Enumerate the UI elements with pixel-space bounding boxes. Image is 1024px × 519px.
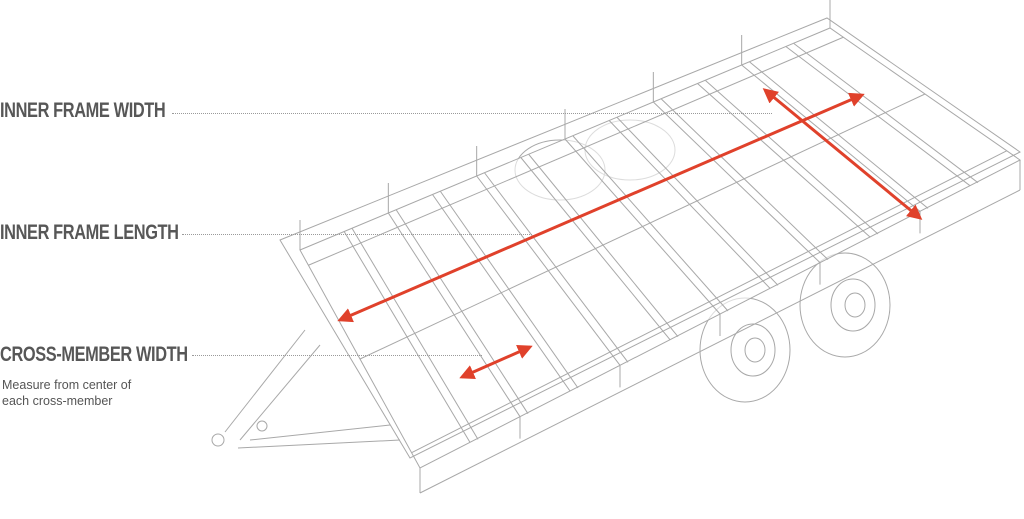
cross-member-width-arrow: [459, 344, 533, 380]
inner-frame-length-leader: [182, 234, 532, 235]
hub-cap-0: [744, 337, 766, 363]
tongue-bar: [249, 424, 391, 441]
tongue-bar: [224, 329, 306, 433]
hub-0: [730, 323, 776, 377]
inner-frame-width-label: INNER FRAME WIDTH: [0, 99, 166, 122]
note-line-1: Measure from center of: [2, 378, 132, 392]
cross-member-width-leader: [192, 355, 482, 356]
bottom-rail: [419, 189, 1021, 494]
tongue-bar: [239, 344, 321, 441]
jack: [256, 420, 268, 432]
hitch-coupler: [211, 433, 225, 447]
inner-frame-length-label: INNER FRAME LENGTH: [0, 221, 179, 244]
deck-outline: [299, 27, 1021, 469]
inner-frame-length-arrow: [337, 92, 865, 323]
top-rail: [279, 17, 1021, 459]
tongue-bar: [237, 439, 401, 449]
note-line-2: each cross-member: [2, 394, 113, 408]
inner-frame-width-leader: [172, 113, 772, 114]
cross-member-note: Measure from center of each cross-member: [2, 377, 182, 409]
cross-member-width-label: CROSS-MEMBER WIDTH: [0, 343, 188, 366]
